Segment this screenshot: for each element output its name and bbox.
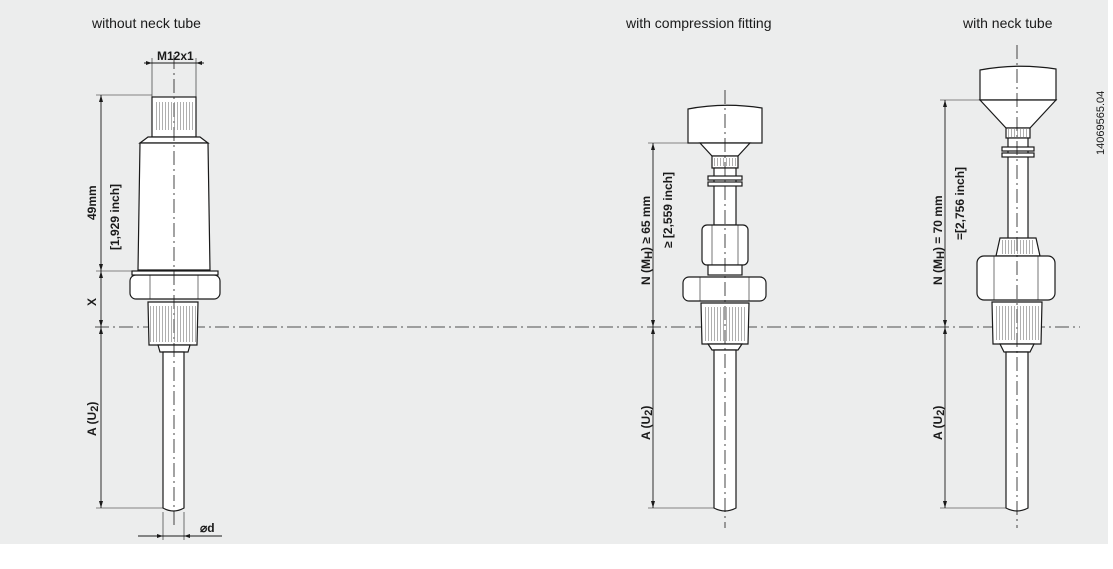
hex-nut <box>129 274 221 300</box>
insertion-length-right: A (U2) <box>931 406 947 440</box>
insertion-length-left: A (U2) <box>85 402 101 436</box>
neck-length-right-inch: =[2,756 inch] <box>953 167 967 240</box>
neck-length-middle-inch: ≥ [2,559 inch] <box>661 172 675 248</box>
neck-length-right-mm: N (MH) = 70 mm <box>931 195 947 285</box>
title-with-compression-fitting: with compression fitting <box>625 15 772 31</box>
sensor-without-neck-tube: M12x1 49mm [1,929 inch] X A (U2) ⌀d <box>85 49 222 540</box>
sensor-with-neck-tube: N (MH) = 70 mm =[2,756 inch] A (U2) <box>931 45 1058 528</box>
housing-length-inch: [1,929 inch] <box>108 184 122 250</box>
hex-nut-right <box>976 255 1056 301</box>
thread-size-label: M12x1 <box>157 49 194 63</box>
title-without-neck-tube: without neck tube <box>91 15 201 31</box>
x-dimension-label: X <box>85 298 99 306</box>
connection-head-right <box>979 65 1057 101</box>
hex-nut-middle <box>682 276 767 302</box>
sensor-stem <box>162 351 185 512</box>
sensor-with-compression-fitting: N (MH) ≥ 65 mm ≥ [2,559 inch] A (U2) <box>639 90 767 528</box>
title-with-neck-tube: with neck tube <box>962 15 1053 31</box>
insertion-length-middle: A (U2) <box>639 406 655 440</box>
document-number: 14069565.04 <box>1095 91 1107 155</box>
housing-length-mm: 49mm <box>85 185 99 220</box>
neck-length-middle-mm: N (MH) ≥ 65 mm <box>639 196 655 285</box>
diameter-label: ⌀d <box>200 521 215 535</box>
